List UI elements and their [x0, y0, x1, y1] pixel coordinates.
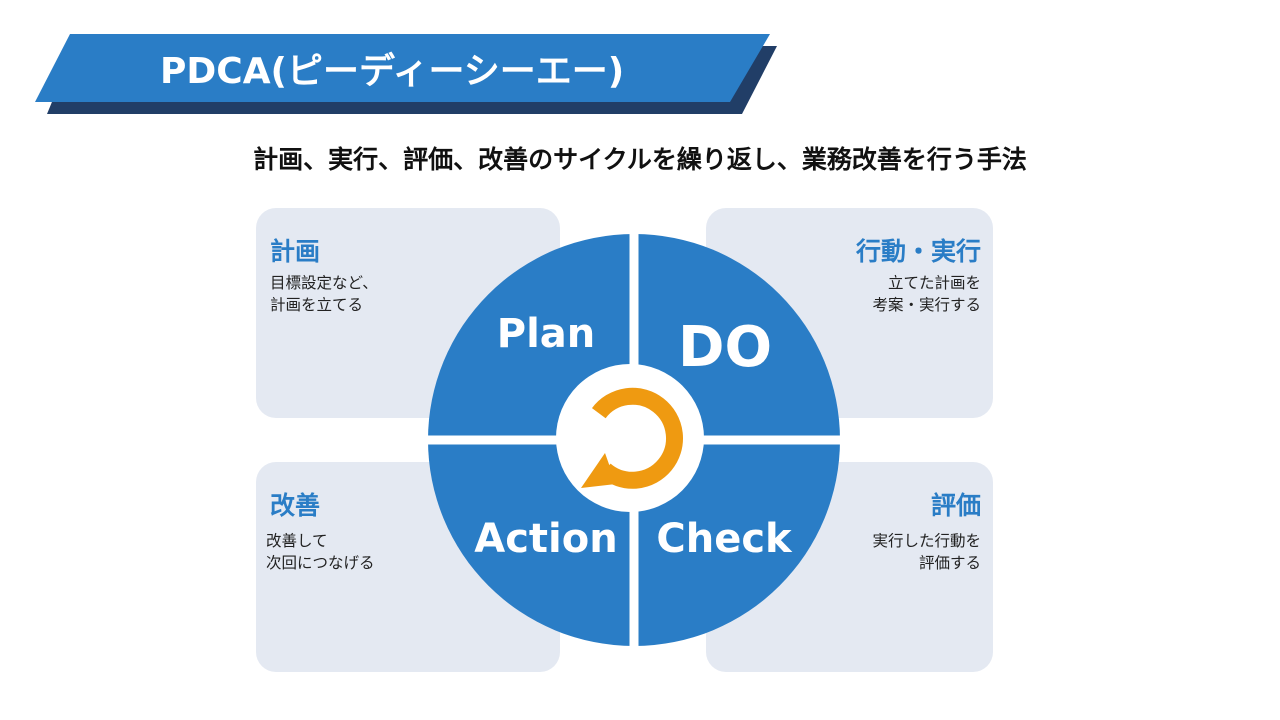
banner-shape [35, 34, 777, 114]
page-title: PDCA(ピーディーシーエー) [160, 51, 625, 92]
page-subtitle: 計画、実行、評価、改善のサイクルを繰り返し、業務改善を行う手法 [253, 145, 1027, 174]
check-panel-desc-line: 実行した行動を [872, 532, 981, 550]
cycle-arrow-icon [581, 387, 683, 489]
check-panel-desc-line: 評価する [918, 554, 981, 572]
do-panel-title: 行動・実行 [855, 237, 981, 266]
do-panel-description: 立てた計画を 考案・実行する [872, 272, 981, 316]
do-quadrant [634, 234, 840, 440]
action-panel-desc-line: 次回につなげる [266, 554, 375, 572]
check-panel-title: 評価 [930, 491, 981, 520]
action-panel-description: 改善して 次回につなげる [266, 530, 375, 574]
action-panel-title: 改善 [270, 491, 321, 520]
plan-label: Plan [497, 311, 596, 357]
plan-panel-description: 目標設定など、 計画を立てる [270, 272, 378, 316]
do-panel-desc-line: 立てた計画を [887, 274, 981, 292]
do-label: DO [678, 315, 772, 380]
check-panel-description: 実行した行動を 評価する [872, 530, 981, 574]
plan-panel-desc-line: 計画を立てる [270, 296, 364, 314]
action-panel-desc-line: 改善して [266, 532, 328, 550]
check-quadrant [634, 440, 840, 646]
check-label: Check [656, 516, 793, 562]
plan-panel-desc-line: 目標設定など、 [270, 274, 378, 292]
do-panel-desc-line: 考案・実行する [872, 296, 981, 314]
plan-panel-title: 計画 [270, 237, 321, 266]
title-banner: PDCA(ピーディーシーエー) [0, 0, 1280, 130]
action-label: Action [474, 516, 617, 562]
